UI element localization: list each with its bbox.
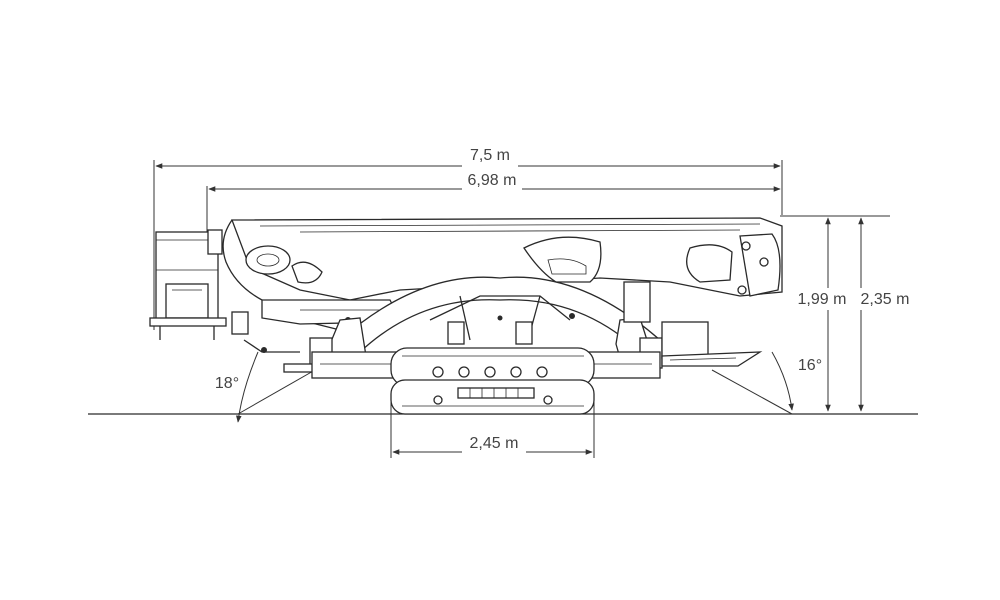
- dim-angle-rear: 16°: [711, 351, 822, 415]
- angle-rear-label: 16°: [798, 357, 822, 374]
- height-stowed-label: 1,99 m: [798, 291, 847, 308]
- dim-angle-front: 18°: [215, 351, 316, 423]
- track-width-label: 2,45 m: [470, 435, 519, 452]
- track-rollers: [432, 366, 553, 405]
- angle-front-label: 18°: [215, 375, 239, 392]
- height-total-label: 2,35 m: [861, 291, 910, 308]
- dim-boom-length: 6,98 m: [206, 172, 781, 235]
- upper-boom: [222, 217, 783, 331]
- machine-outline: [149, 217, 783, 415]
- boom-length-label: 6,98 m: [468, 172, 517, 189]
- crawler-track: [390, 347, 595, 415]
- overall-length-label: 7,5 m: [470, 147, 510, 164]
- dim-track-width: 2,45 m: [390, 400, 595, 458]
- dim-overall-length: 7,5 m: [153, 147, 783, 330]
- dim-height-total: 2,35 m: [780, 215, 910, 412]
- work-basket: [149, 229, 227, 340]
- dim-height-stowed: 1,99 m: [782, 215, 847, 412]
